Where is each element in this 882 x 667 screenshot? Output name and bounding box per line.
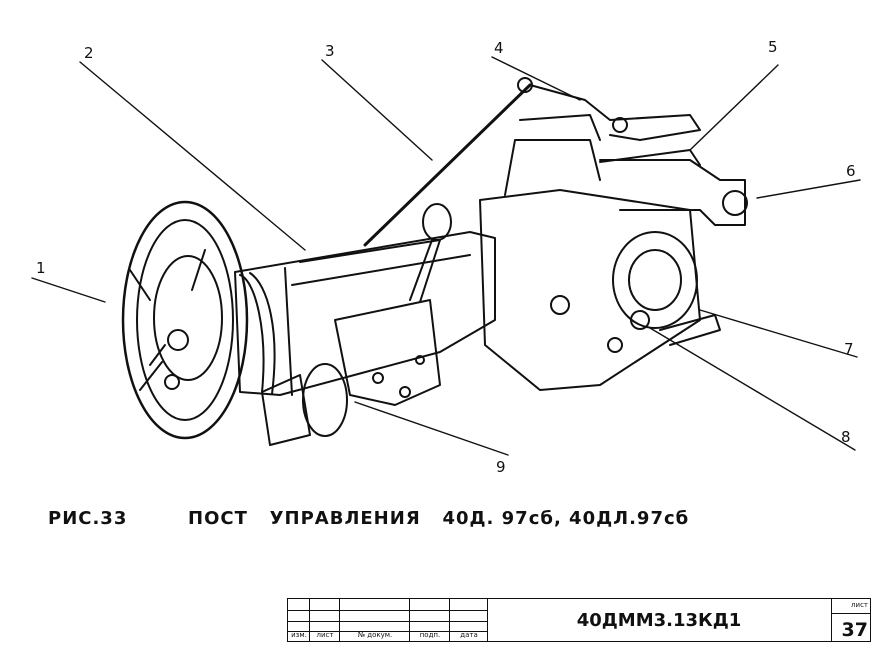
valve-block	[599, 149, 748, 226]
link-rod	[363, 83, 532, 247]
tb-col-list: лист	[310, 599, 340, 641]
control-lever	[409, 203, 452, 303]
tb-col-date: дата	[450, 599, 488, 641]
leader-lines	[31, 56, 861, 456]
tb-hdr-doc: № докум.	[357, 631, 393, 639]
handwheel	[121, 200, 249, 440]
tb-hdr-list: лист	[316, 631, 334, 639]
callout-7: 7	[844, 340, 854, 358]
tb-col-sign: подп.	[410, 599, 450, 641]
callout-1: 1	[36, 259, 46, 277]
gearbox-body	[479, 114, 701, 391]
tb-hdr-izm: изм.	[291, 631, 307, 639]
tb-col-izm: изм.	[288, 599, 310, 641]
callout-5: 5	[768, 38, 778, 56]
callout-9: 9	[496, 458, 506, 476]
figure-number: РИС.33	[48, 508, 128, 529]
document-code: 40ДММ3.13КД1	[576, 609, 742, 631]
tb-hdr-date: дата	[460, 631, 478, 639]
title-block: изм. лист № докум. подп. дата 40ДММ3.13К…	[287, 598, 871, 642]
callout-2: 2	[84, 44, 94, 62]
callout-3: 3	[325, 42, 335, 60]
callout-8: 8	[841, 428, 851, 446]
base-bracket	[659, 314, 721, 346]
sheet-label: лист	[851, 601, 868, 609]
shaft-housing	[234, 231, 496, 396]
sheet-box: лист 37	[831, 599, 870, 641]
sheet-number: 37	[841, 619, 868, 641]
figure-title: ПОСТ УПРАВЛЕНИЯ 40Д. 97сб, 40ДЛ.97сб	[188, 508, 690, 529]
lower-flange	[261, 363, 348, 446]
tb-col-doc: № докум.	[340, 599, 410, 641]
callout-4: 4	[494, 39, 504, 57]
callout-6: 6	[846, 162, 856, 180]
top-linkage	[517, 77, 701, 141]
lever-cover	[334, 299, 441, 406]
tb-hdr-sign: подп.	[419, 631, 441, 639]
